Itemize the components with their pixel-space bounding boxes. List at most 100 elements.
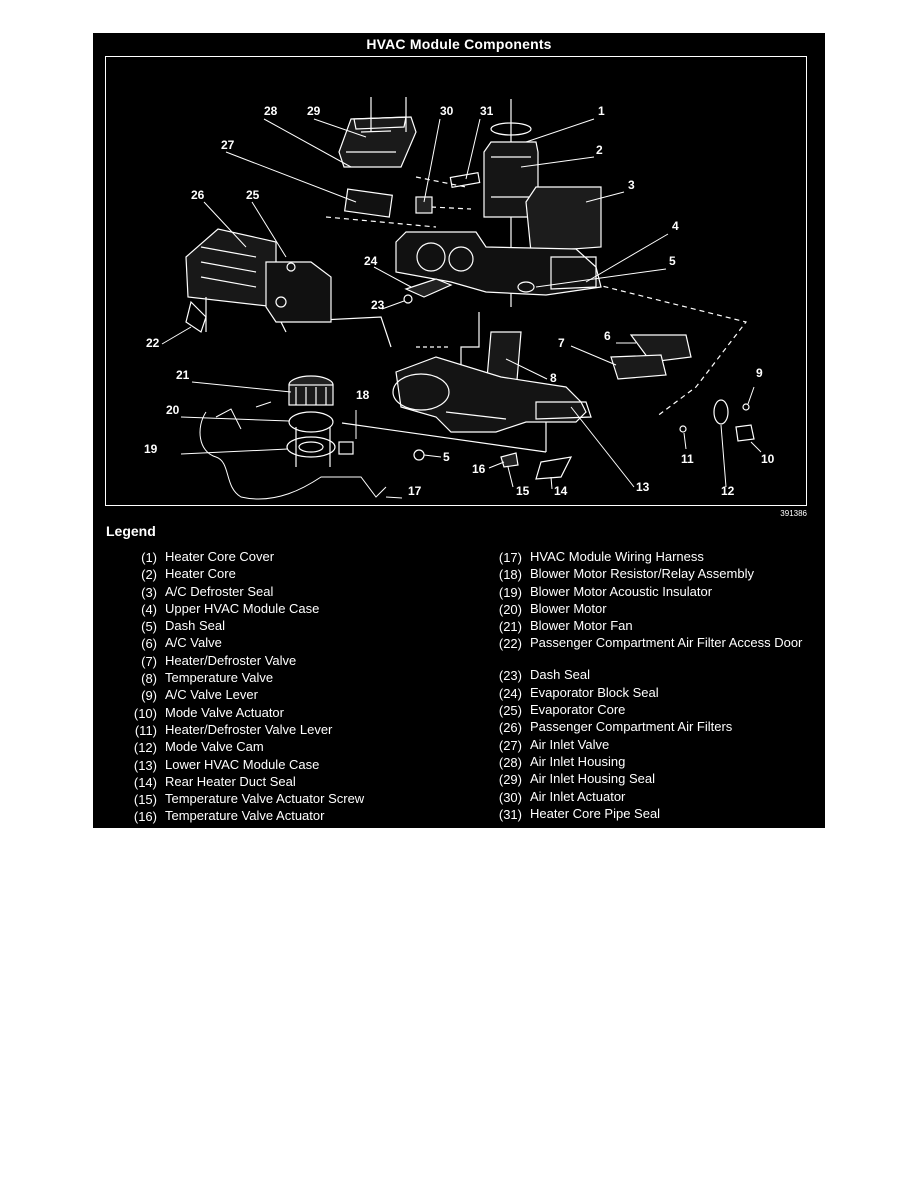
temperature-actuator-and-duct-seal-parts: [500, 452, 573, 480]
legend-item-number: (6): [141, 636, 157, 652]
ac-defroster-seal-part: [525, 186, 602, 253]
legend-item-label: A/C Valve Lever: [165, 687, 258, 703]
legend-item-number: (31): [498, 806, 522, 822]
legend-item-label: Rear Heater Duct Seal: [165, 773, 296, 789]
legend-item-label: A/C Defroster Seal: [165, 583, 274, 599]
legend-item-label: Upper HVAC Module Case: [165, 600, 320, 616]
legend-item-number: (7): [141, 653, 157, 669]
callout-label: 2: [596, 143, 603, 157]
legend-item-label: Evaporator Block Seal: [530, 684, 659, 700]
callout-label: 26: [191, 188, 205, 202]
callout-label: 13: [636, 480, 650, 494]
legend-item-label: Temperature Valve: [165, 670, 274, 686]
legend-item-label: Blower Motor Acoustic Insulator: [530, 583, 713, 599]
legend-item-label: Heater Core Pipe Seal: [530, 805, 661, 821]
callout-label: 17: [408, 484, 422, 498]
legend-item-number: (22): [498, 636, 522, 652]
legend-item-number: (30): [498, 789, 522, 805]
valve-lever-and-actuator-parts: [679, 399, 755, 442]
legend-item-number: (23): [498, 668, 522, 684]
legend-item-label: Passenger Compartment Air Filter Access …: [530, 635, 803, 651]
legend-item-label: Blower Motor Fan: [530, 618, 633, 634]
evaporator-block-seal-part: [403, 278, 453, 304]
air-inlet-valve-part: [344, 188, 393, 218]
legend-item-number: (11): [134, 722, 157, 738]
legend-item-number: (13): [133, 757, 157, 773]
legend-item-number: (2): [141, 567, 157, 583]
legend-item-number: (10): [133, 705, 157, 721]
callout-label: 3: [628, 178, 635, 192]
leader-lines: [161, 118, 762, 499]
legend-item-number: (28): [498, 754, 522, 770]
callout-label: 6: [604, 329, 611, 343]
callout-label: 20: [166, 403, 180, 417]
callout-label: 31: [480, 104, 494, 118]
legend-item-number: (14): [133, 774, 157, 790]
callout-label: 4: [672, 219, 679, 233]
legend-item-label: Temperature Valve Actuator: [165, 808, 325, 824]
air-inlet-actuator-part: [415, 196, 433, 214]
legend-item-label: HVAC Module Wiring Harness: [530, 549, 704, 564]
callout-label: 28: [264, 104, 278, 118]
callout-label: 23: [371, 298, 385, 312]
callout-label: 29: [307, 104, 321, 118]
callout-label: 12: [721, 484, 735, 498]
lower-hvac-case-part: [392, 356, 592, 433]
callout-label: 9: [756, 366, 763, 380]
legend-item-number: (26): [498, 720, 522, 736]
exploded-view-diagram: 2829303112345272625242322768211820919516…: [144, 97, 775, 500]
callout-label: 22: [146, 336, 160, 350]
heater-core-part: [483, 122, 539, 218]
legend-item-number: (25): [498, 703, 522, 719]
callout-label: 24: [364, 254, 378, 268]
legend-item-number: (4): [141, 601, 157, 617]
legend-item-number: (27): [498, 737, 522, 753]
legend-item-number: (15): [133, 792, 157, 808]
legend-title: Legend: [106, 523, 156, 539]
legend-item-label: Evaporator Core: [530, 702, 626, 718]
callout-label: 16: [472, 462, 486, 476]
legend-item-label: Heater Core: [165, 566, 236, 582]
callout-label: 7: [558, 336, 565, 350]
blower-resistor-part: [338, 441, 354, 455]
legend-item-number: (9): [141, 688, 157, 704]
callout-label: 10: [761, 452, 775, 466]
legend-item-number: (3): [141, 584, 157, 600]
legend-item-label: Blower Motor: [530, 600, 607, 616]
legend-item-label: Dash Seal: [165, 618, 225, 634]
legend-item-number: (1): [141, 550, 157, 565]
legend-item-number: (16): [133, 809, 157, 825]
callout-label: 14: [554, 484, 568, 498]
legend-item-number: (20): [498, 601, 522, 617]
wiring-harness-part: [199, 401, 387, 500]
callout-label: 18: [356, 388, 370, 402]
dash-seal-lower-part: [413, 449, 425, 461]
legend-item-label: Blower Motor Resistor/Relay Assembly: [530, 566, 754, 582]
callout-label: 27: [221, 138, 235, 152]
legend-item-number: (29): [498, 772, 522, 788]
figure-id: 391386: [780, 509, 807, 518]
legend-item-label: Air Inlet Valve: [530, 736, 610, 752]
legend-item-number: (17): [498, 550, 522, 565]
callout-label: 1: [598, 104, 605, 118]
legend-item-label: Air Inlet Housing: [530, 753, 626, 769]
air-filter-assembly-part: [185, 228, 332, 333]
callout-label: 21: [176, 368, 190, 382]
legend-item-number: (8): [141, 671, 157, 687]
legend-item-label: Dash Seal: [530, 667, 590, 683]
blower-motor-assembly-part: [286, 375, 336, 458]
callout-label: 15: [516, 484, 530, 498]
legend-item-label: Mode Valve Cam: [165, 739, 264, 755]
legend-item-number: (12): [133, 740, 157, 756]
callout-label: 30: [440, 104, 454, 118]
heater-core-pipe-seal-part: [449, 171, 481, 189]
legend-item-label: Mode Valve Actuator: [165, 704, 284, 720]
legend-item-number: (19): [498, 584, 522, 600]
legend-item-label: Air Inlet Actuator: [530, 788, 626, 804]
legend-item-label: A/C Valve: [165, 635, 222, 651]
legend-item-label: Heater Core Cover: [165, 549, 275, 564]
upper-hvac-case-part: [395, 231, 602, 296]
callout-label: 25: [246, 188, 260, 202]
